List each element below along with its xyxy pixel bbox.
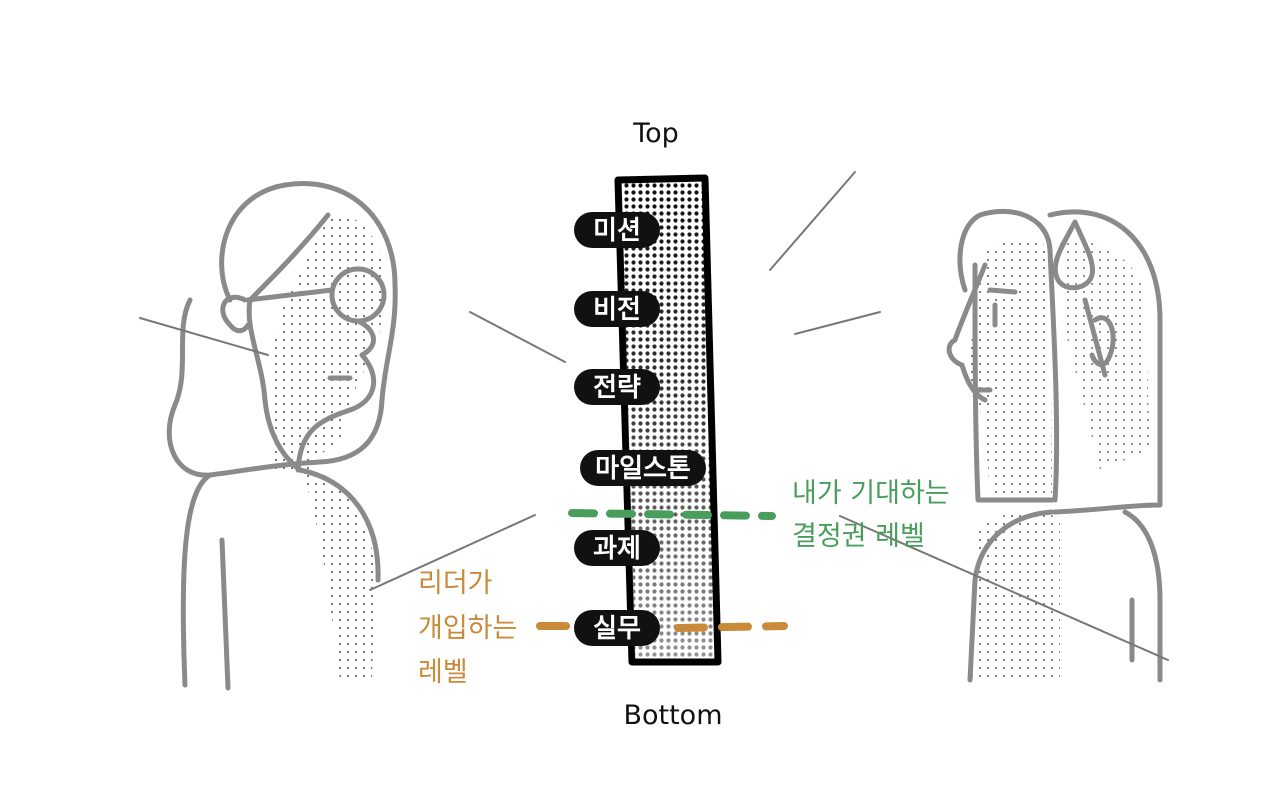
level-label: 미션 (593, 216, 641, 246)
leader-glasses-arm (245, 287, 335, 303)
leader-level-label-line2: 개입하는 (418, 613, 517, 644)
member-face-shading (966, 240, 1052, 500)
expected-level-dashed-line (568, 509, 776, 520)
leader-level-dashed-line (674, 622, 788, 632)
leader-hair (166, 181, 398, 478)
scale-bar-fade (621, 181, 714, 658)
level-pill (574, 530, 660, 566)
scale-top-label: Top (632, 118, 679, 149)
leader-level-label-line1: 리더가 (418, 568, 493, 599)
member-body-right (1122, 509, 1163, 683)
level-mission: 미션 (574, 212, 660, 248)
expected-level-label-line1: 내가 기대하는 (792, 478, 950, 509)
member-body-shading (968, 511, 1060, 680)
emphasis-line (794, 311, 881, 335)
level-strategy: 전략 (574, 369, 660, 405)
level-practice: 실무 (574, 610, 660, 646)
leader-body (180, 472, 213, 688)
level-label: 마일스톤 (595, 454, 691, 484)
leader-nose (357, 319, 376, 358)
emphasis-line (139, 317, 269, 356)
level-scale: Top Bottom 미션 비전 전략 마일스톤 과제 실무 (574, 118, 723, 731)
member-eyebrow (987, 287, 1018, 295)
leader-body-right (297, 467, 381, 583)
leader-level-label-line3: 레벨 (418, 657, 468, 688)
emphasis-line (469, 311, 566, 363)
leader-figure (166, 181, 398, 691)
level-pill (574, 369, 660, 405)
leader-ear (220, 294, 251, 334)
member-ear-line (1082, 297, 1108, 378)
level-label: 실무 (593, 614, 641, 644)
leader-level-marker: 리더가 개입하는 레벨 (418, 568, 788, 688)
level-task: 과제 (574, 530, 660, 566)
member-figure (946, 208, 1163, 683)
emphasis-line (369, 514, 536, 591)
level-pill (574, 291, 660, 327)
member-hair-shading (1060, 239, 1150, 470)
level-label: 비전 (593, 295, 641, 325)
level-pill (574, 610, 660, 646)
leader-face-shading (270, 214, 385, 470)
member-ear (1089, 315, 1116, 367)
expected-level-label-line2: 결정권 레벨 (792, 521, 925, 552)
leader-face (246, 212, 331, 473)
expected-level-marker: 내가 기대하는 결정권 레벨 (568, 478, 950, 552)
leader-neck-shading (300, 465, 375, 680)
sweat-drop-icon (1052, 219, 1096, 291)
member-hair-back (1047, 209, 1163, 515)
leader-arm-line (219, 537, 231, 691)
level-vision: 비전 (574, 291, 660, 327)
emphasis-line (769, 171, 856, 271)
emphasis-line (839, 515, 1169, 661)
member-face (946, 262, 988, 403)
level-label: 과제 (593, 534, 641, 564)
level-pill (574, 212, 660, 248)
leader-chin (295, 352, 377, 473)
emphasis-lines (139, 171, 1169, 661)
scale-bottom-label: Bottom (623, 700, 722, 731)
level-label: 전략 (593, 373, 641, 403)
member-hair (957, 208, 1060, 503)
level-milestone: 마일스톤 (580, 450, 706, 486)
level-pill (580, 450, 706, 486)
